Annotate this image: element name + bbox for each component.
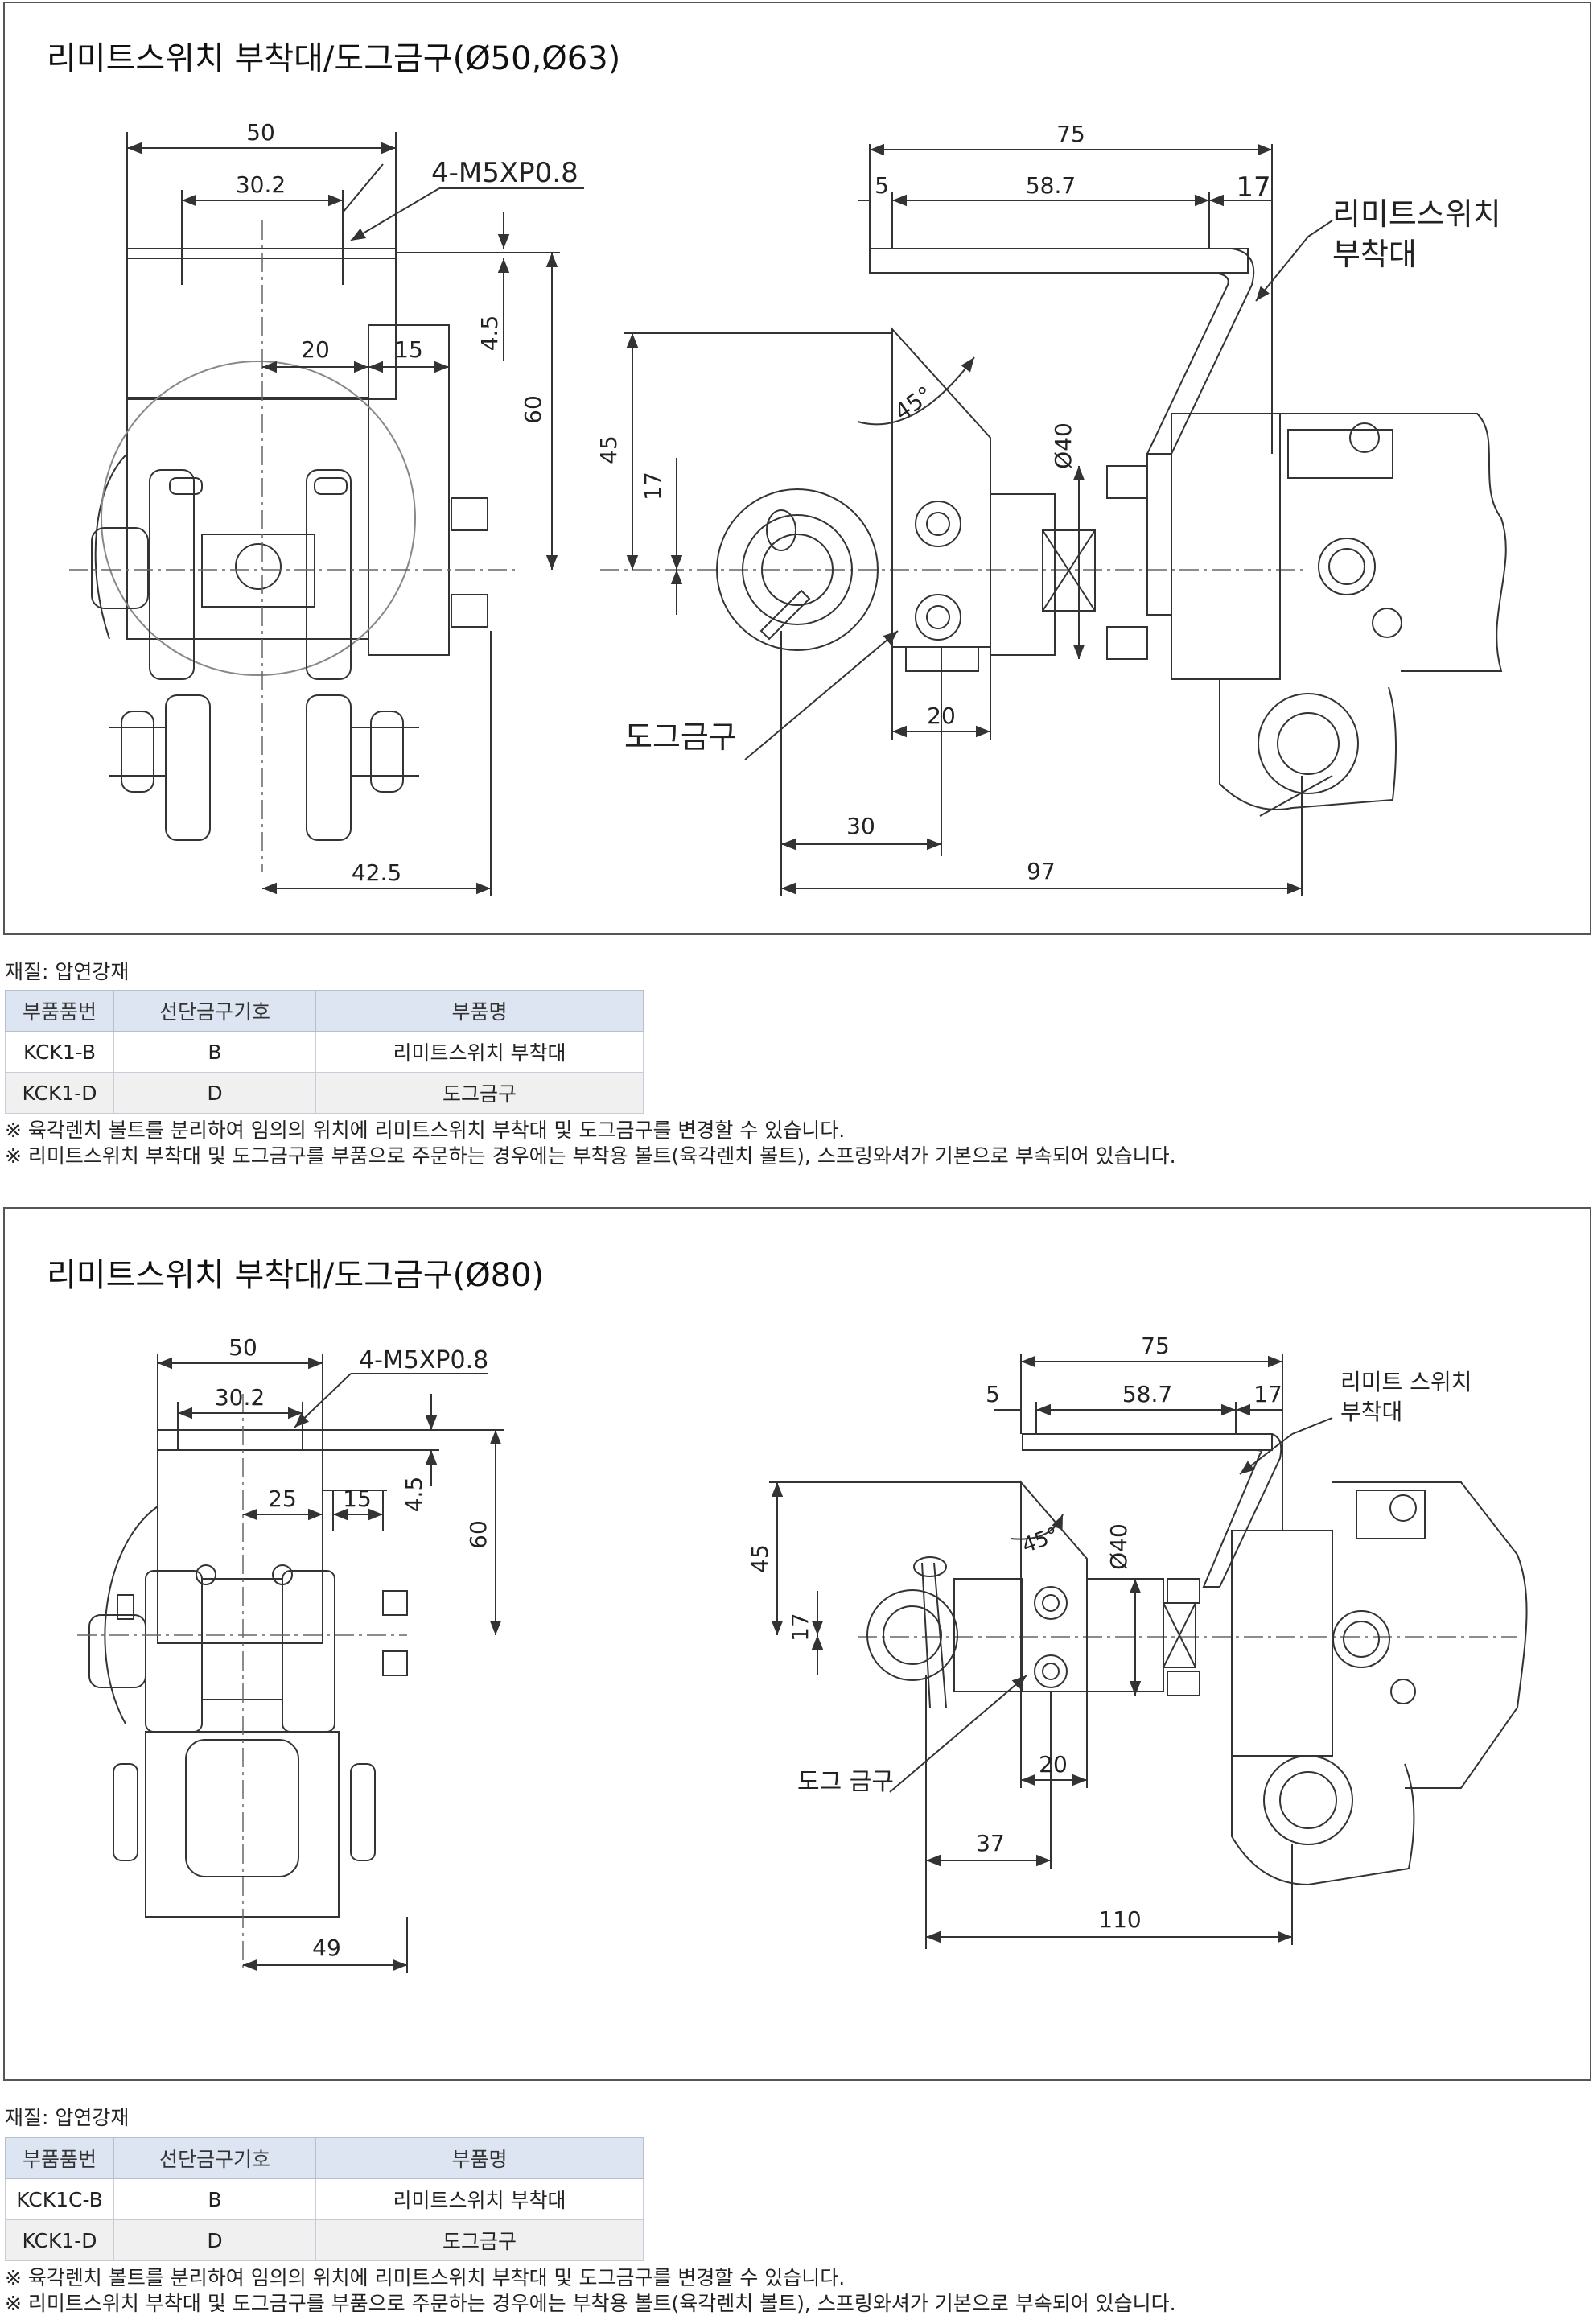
note-line: ※ 리미트스위치 부착대 및 도그금구를 부품으로 주문하는 경우에는 부착용 … xyxy=(5,2292,1176,2315)
note-line: ※ 육각렌치 볼트를 분리하여 임의의 위치에 리미트스위치 부착대 및 도그금… xyxy=(5,2266,846,2289)
table-header: 선단금구기호 xyxy=(113,2137,316,2179)
table-cell: 도그금구 xyxy=(315,2219,644,2261)
dim-label: 17 xyxy=(1253,1381,1282,1407)
dim-label: 15 xyxy=(394,336,423,363)
table-header: 부품명 xyxy=(315,2137,644,2179)
table-cell: 리미트스위치 부착대 xyxy=(315,2178,644,2220)
notes-2: ※ 육각렌치 볼트를 분리하여 임의의 위치에 리미트스위치 부착대 및 도그금… xyxy=(5,2265,1176,2317)
technical-drawing-1: 50 30.2 4-M5XP0.8 20 15 4.5 60 42.5 75 5… xyxy=(69,119,1507,896)
dim-label: 75 xyxy=(1056,121,1085,147)
dim-label: 110 xyxy=(1098,1906,1141,1933)
table-cell: B xyxy=(113,1031,316,1073)
table-header: 부품명 xyxy=(315,990,644,1032)
dog-label: 도그금구 xyxy=(624,719,737,755)
table-header: 선단금구기호 xyxy=(113,990,316,1032)
note-line: ※ 육각렌치 볼트를 분리하여 임의의 위치에 리미트스위치 부착대 및 도그금… xyxy=(5,1119,846,1142)
dim-label: 5 xyxy=(986,1381,1000,1407)
dim-label: 4.5 xyxy=(401,1477,427,1513)
drawing-panel-1: 리미트스위치 부착대/도그금구(Ø50,Ø63) xyxy=(3,2,1591,935)
material-label-2: 재질: 압연강재 xyxy=(5,2106,130,2129)
thread-label: 4-M5XP0.8 xyxy=(359,1346,488,1374)
table-row: KCK1-D D 도그금구 xyxy=(5,1072,644,1114)
table-cell: KCK1-D xyxy=(5,2219,114,2261)
dim-label: 45 xyxy=(747,1544,773,1573)
table-cell: KCK1C-B xyxy=(5,2178,114,2220)
parts-table-1: 부품품번 선단금구기호 부품명 KCK1-B B 리미트스위치 부착대 KCK1… xyxy=(5,990,644,1114)
dim-label: 60 xyxy=(520,395,546,424)
technical-drawing-2: 50 30.2 4-M5XP0.8 25 15 4.5 60 49 75 5 5… xyxy=(77,1333,1528,1973)
angle-label: 45° xyxy=(1019,1523,1062,1559)
table-cell: D xyxy=(113,2219,316,2261)
material-label-1: 재질: 압연강재 xyxy=(5,960,130,983)
dim-label: 49 xyxy=(312,1935,341,1961)
dim-label: Ø40 xyxy=(1105,1523,1132,1570)
drawing-panel-2: 리미트스위치 부착대/도그금구(Ø80) xyxy=(3,1207,1591,2081)
dim-label: 20 xyxy=(927,703,956,729)
dim-label: 50 xyxy=(246,119,275,146)
table-cell: 도그금구 xyxy=(315,1072,644,1114)
table-cell: KCK1-D xyxy=(5,1072,114,1114)
bracket-label: 리미트스위치 xyxy=(1332,196,1501,232)
dim-label: 58.7 xyxy=(1026,172,1076,199)
dim-label: 17 xyxy=(1236,171,1270,204)
parts-table-2: 부품품번 선단금구기호 부품명 KCK1C-B B 리미트스위치 부착대 KCK… xyxy=(5,2137,644,2261)
table-header: 부품품번 xyxy=(5,990,114,1032)
dim-label: 42.5 xyxy=(352,859,401,886)
table-row: KCK1-D D 도그금구 xyxy=(5,2219,644,2261)
dim-label: 20 xyxy=(301,336,330,363)
dim-label: Ø40 xyxy=(1050,422,1076,469)
panel-title-1: 리미트스위치 부착대/도그금구(Ø50,Ø63) xyxy=(47,40,621,77)
table-cell: KCK1-B xyxy=(5,1031,114,1073)
note-line: ※ 리미트스위치 부착대 및 도그금구를 부품으로 주문하는 경우에는 부착용 … xyxy=(5,1144,1176,1168)
notes-1: ※ 육각렌치 볼트를 분리하여 임의의 위치에 리미트스위치 부착대 및 도그금… xyxy=(5,1118,1176,1169)
table-header: 부품품번 xyxy=(5,2137,114,2179)
dim-label: 50 xyxy=(228,1334,257,1361)
dim-label: 5 xyxy=(875,172,889,199)
table-cell: 리미트스위치 부착대 xyxy=(315,1031,644,1073)
dim-label: 30.2 xyxy=(215,1384,265,1411)
dim-label: 25 xyxy=(268,1485,297,1512)
dim-label: 58.7 xyxy=(1122,1381,1172,1407)
dim-label: 45 xyxy=(595,435,622,464)
dim-label: 75 xyxy=(1141,1333,1170,1359)
dim-label: 97 xyxy=(1027,858,1056,884)
dim-label: 30 xyxy=(846,813,875,839)
dog-label: 도그 금구 xyxy=(797,1768,894,1796)
dim-label: 37 xyxy=(976,1830,1005,1856)
bracket-label-2: 부착대 xyxy=(1332,237,1417,272)
dim-label: 15 xyxy=(343,1485,372,1512)
panel-title-2: 리미트스위치 부착대/도그금구(Ø80) xyxy=(47,1257,545,1294)
dim-label: 60 xyxy=(465,1520,492,1549)
bracket-label: 리미트 스위치 xyxy=(1340,1369,1472,1395)
dim-label: 17 xyxy=(787,1613,813,1642)
table-row: KCK1C-B B 리미트스위치 부착대 xyxy=(5,2178,644,2220)
table-cell: B xyxy=(113,2178,316,2220)
bracket-label-2: 부착대 xyxy=(1340,1399,1402,1425)
dim-label: 20 xyxy=(1039,1751,1068,1778)
thread-label: 4-M5XP0.8 xyxy=(431,157,578,189)
dim-label: 4.5 xyxy=(476,315,503,352)
angle-label: 45° xyxy=(890,381,938,426)
dim-label: 30.2 xyxy=(236,171,286,198)
table-row: KCK1-B B 리미트스위치 부착대 xyxy=(5,1031,644,1073)
dim-label: 17 xyxy=(640,472,666,501)
table-cell: D xyxy=(113,1072,316,1114)
